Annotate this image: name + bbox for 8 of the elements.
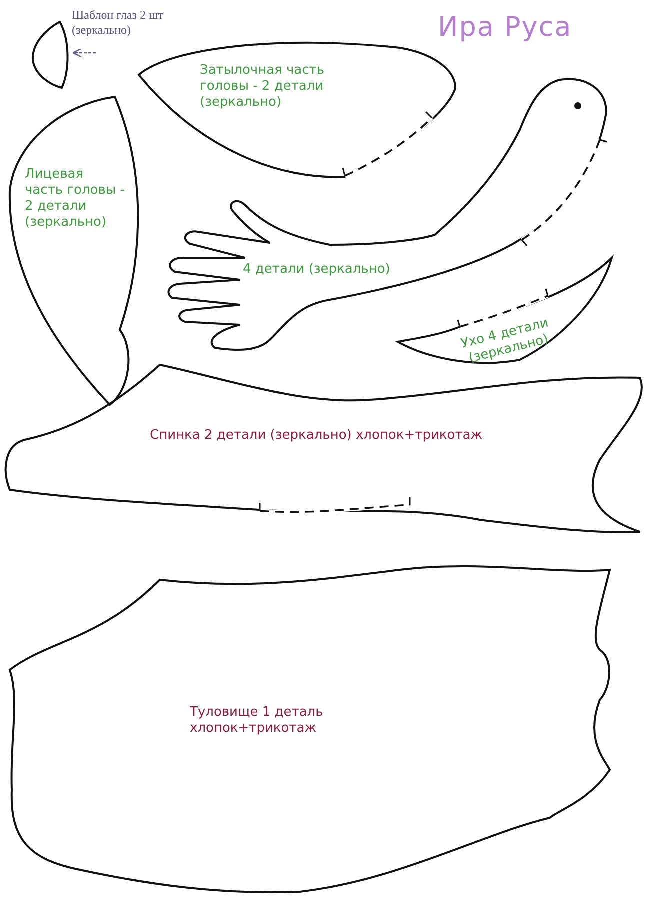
head-back-label: Затылочная часть головы - 2 детали (зеркально) (200, 63, 326, 111)
face-part-label: Лицевая часть головы - 2 детали (зеркально) (25, 167, 125, 231)
arrow (72, 48, 96, 58)
arm-label: 4 детали (зеркально) (243, 262, 392, 278)
author-signature: Ира Руса (438, 12, 572, 43)
body-label: Туловище 1 деталь хлопок+трикотаж (190, 705, 324, 737)
back-label: Спинка 2 детали (зеркально) хлопок+трикотаж (150, 428, 484, 444)
eye-template-note: Шаблон глаз 2 шт (зеркально) (72, 8, 164, 38)
